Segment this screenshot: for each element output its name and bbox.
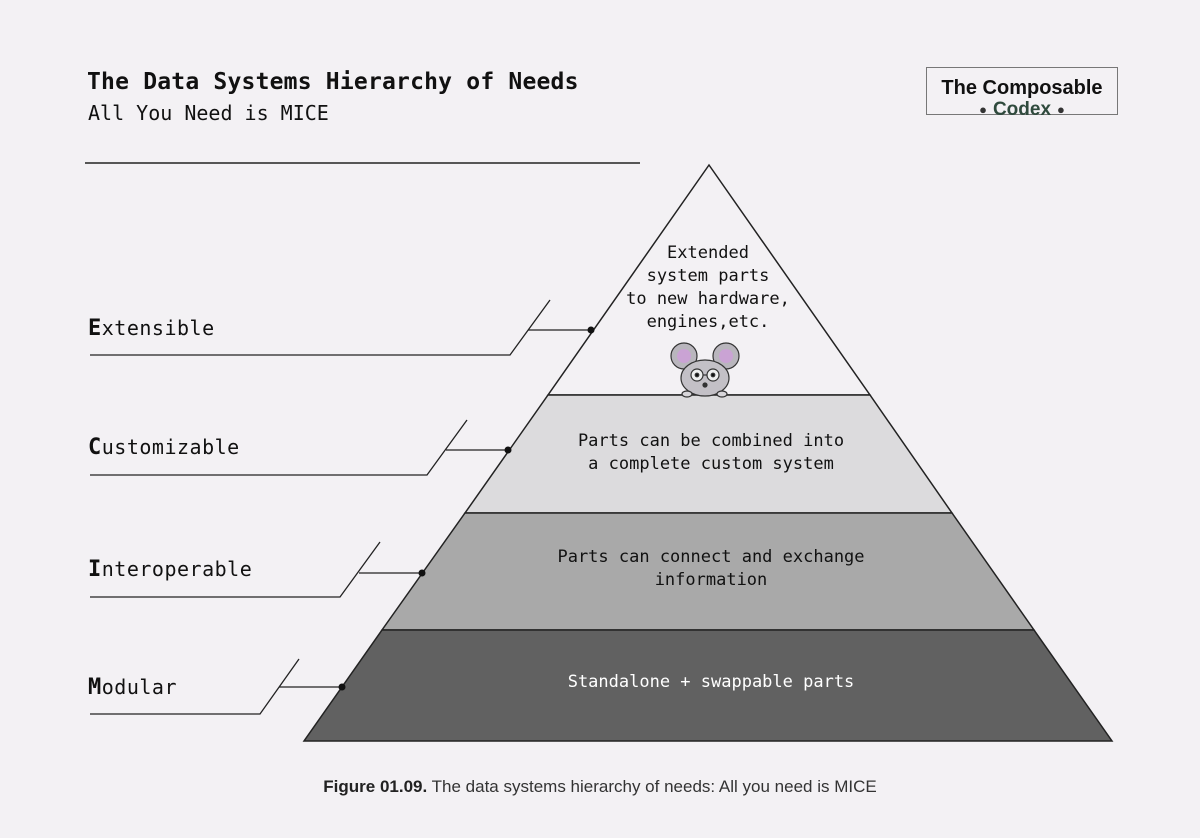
bullet-icon: ● xyxy=(1057,102,1065,117)
leader-dot-extensible xyxy=(587,326,595,334)
leader-extensible xyxy=(90,299,591,356)
label-interoperable: Interoperable xyxy=(88,557,253,582)
leader-dot-customizable xyxy=(504,446,512,454)
label-extensible: Extensible xyxy=(88,316,215,341)
label-customizable: Customizable xyxy=(88,435,240,460)
tier-modular-text: Standalone + swappable parts xyxy=(567,672,855,692)
leader-dot-modular xyxy=(338,683,346,691)
mouse-mascot-icon xyxy=(670,342,740,398)
page-subtitle: All You Need is MICE xyxy=(88,101,329,125)
page-title: The Data Systems Hierarchy of Needs xyxy=(87,69,579,95)
leader-customizable xyxy=(90,419,508,476)
brand-name-bottom-row: ● Codex ● xyxy=(927,99,1117,121)
leader-dot-interoperable xyxy=(418,569,426,577)
brand-name-bottom: Codex xyxy=(992,99,1052,121)
brand-name-top: The Composable xyxy=(941,77,1103,99)
brand-logo: The Composable ● Codex ● xyxy=(926,67,1118,120)
tier-modular xyxy=(302,629,1114,742)
tier-extensible-text: Extended system parts to new hardware, e… xyxy=(626,243,790,332)
leader-modular xyxy=(90,658,342,715)
bullet-icon: ● xyxy=(979,102,987,117)
tier-customizable-text: Parts can be combined into a complete cu… xyxy=(577,431,845,474)
label-modular: Modular xyxy=(88,675,177,700)
figure-caption: Figure 01.09. The data systems hierarchy… xyxy=(323,777,877,796)
tier-interoperable-text: Parts can connect and exchange informati… xyxy=(557,547,865,590)
leader-interoperable xyxy=(90,541,422,598)
